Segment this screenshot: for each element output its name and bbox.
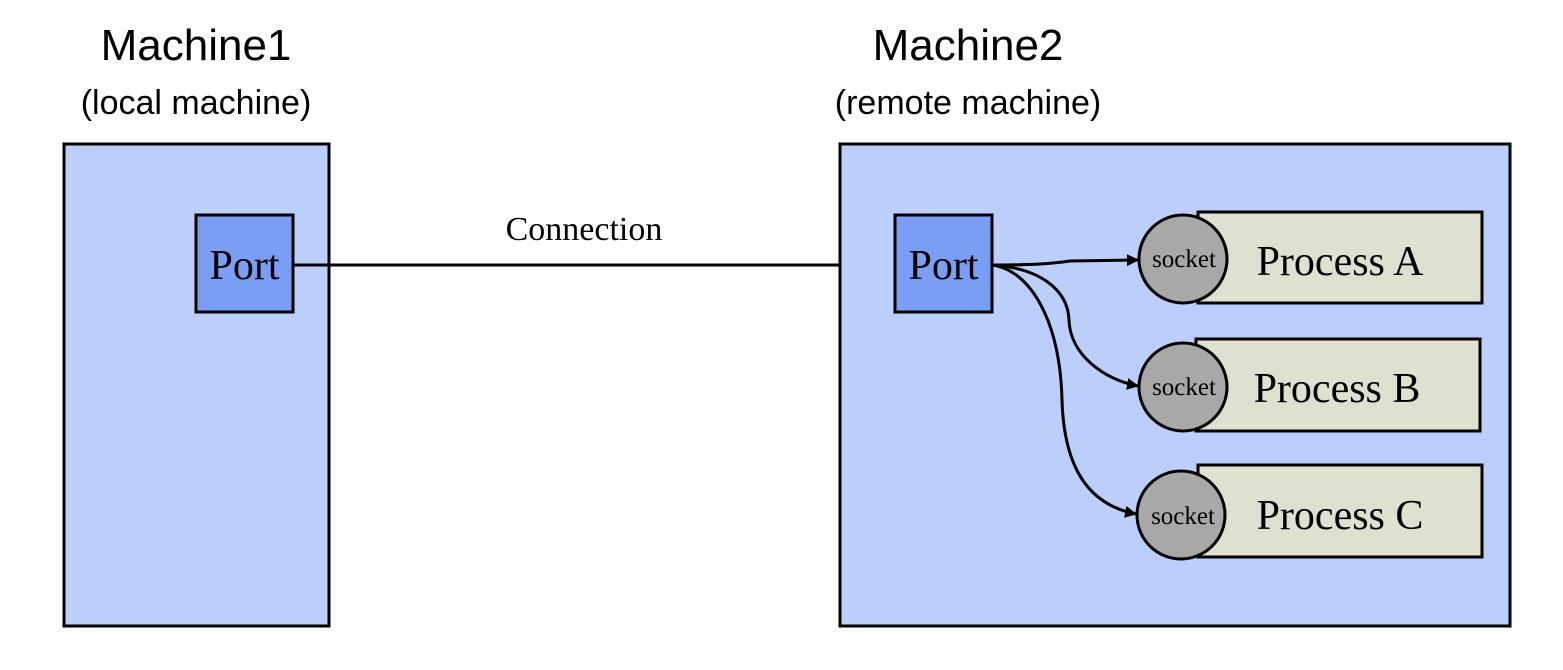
machine2-port-label: Port — [908, 243, 978, 289]
connection-label: Connection — [506, 211, 663, 248]
process-a-label: Process A — [1257, 239, 1425, 285]
process-b-group: Process B socket — [1137, 337, 1482, 433]
arrow-to-socket-b — [991, 263, 1139, 390]
arrow-to-socket-c — [991, 263, 1137, 518]
process-b-label: Process B — [1254, 366, 1421, 412]
process-b-socket-label: socket — [1152, 374, 1216, 401]
process-a-socket — [1137, 213, 1229, 305]
machine1-port — [194, 213, 295, 314]
machine2-subtitle: (remote machine) — [835, 84, 1101, 122]
socket-arrows — [991, 254, 1139, 518]
process-c-box — [1196, 463, 1484, 559]
process-a-group: Process A socket — [1137, 210, 1484, 305]
machine2-group: Machine2 (remote machine) Port Process A… — [835, 21, 1512, 628]
process-c-group: Process C socket — [1135, 463, 1484, 561]
machine1-subtitle: (local machine) — [81, 84, 312, 122]
machine1-group: Machine1 (local machine) Port — [62, 21, 331, 628]
machine1-port-label: Port — [209, 243, 279, 289]
connection-group: Connection — [293, 211, 894, 267]
machine1-title: Machine1 — [101, 21, 292, 70]
process-c-label: Process C — [1257, 493, 1424, 539]
process-a-socket-label: socket — [1152, 246, 1216, 273]
process-c-socket — [1135, 469, 1227, 561]
machine2-title: Machine2 — [873, 21, 1064, 70]
process-b-socket — [1137, 341, 1229, 433]
process-c-socket-label: socket — [1151, 503, 1215, 530]
